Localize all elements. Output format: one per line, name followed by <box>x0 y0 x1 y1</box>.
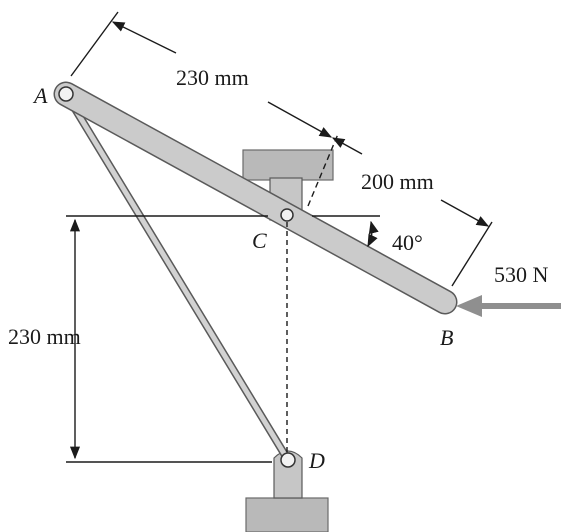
extension-line-a <box>70 11 119 77</box>
lever-ab <box>55 83 456 313</box>
angle-arc <box>367 220 379 248</box>
dimension-line-cb-start <box>331 137 363 155</box>
rod-ad <box>63 91 291 463</box>
point-label-c: C <box>252 228 267 253</box>
point-label-d: D <box>309 448 325 473</box>
dimension-label-cb: 200 mm <box>361 169 434 194</box>
force-label: 530 N <box>494 262 549 287</box>
pin-d <box>280 452 296 468</box>
dimension-line-ac-start <box>111 21 177 54</box>
force-arrow-head <box>456 295 482 317</box>
pin-c <box>280 208 294 222</box>
point-label-b: B <box>440 325 454 350</box>
extension-line-b <box>451 221 493 287</box>
dimension-label-ac: 230 mm <box>176 65 249 90</box>
pin-a <box>58 86 74 102</box>
point-label-a: A <box>34 83 48 108</box>
dimension-label-vertical: 230 mm <box>8 324 81 349</box>
angle-label: 40° <box>392 230 423 255</box>
dimension-line-ac-end <box>267 101 333 138</box>
dimension-line-cb-end <box>440 199 490 227</box>
